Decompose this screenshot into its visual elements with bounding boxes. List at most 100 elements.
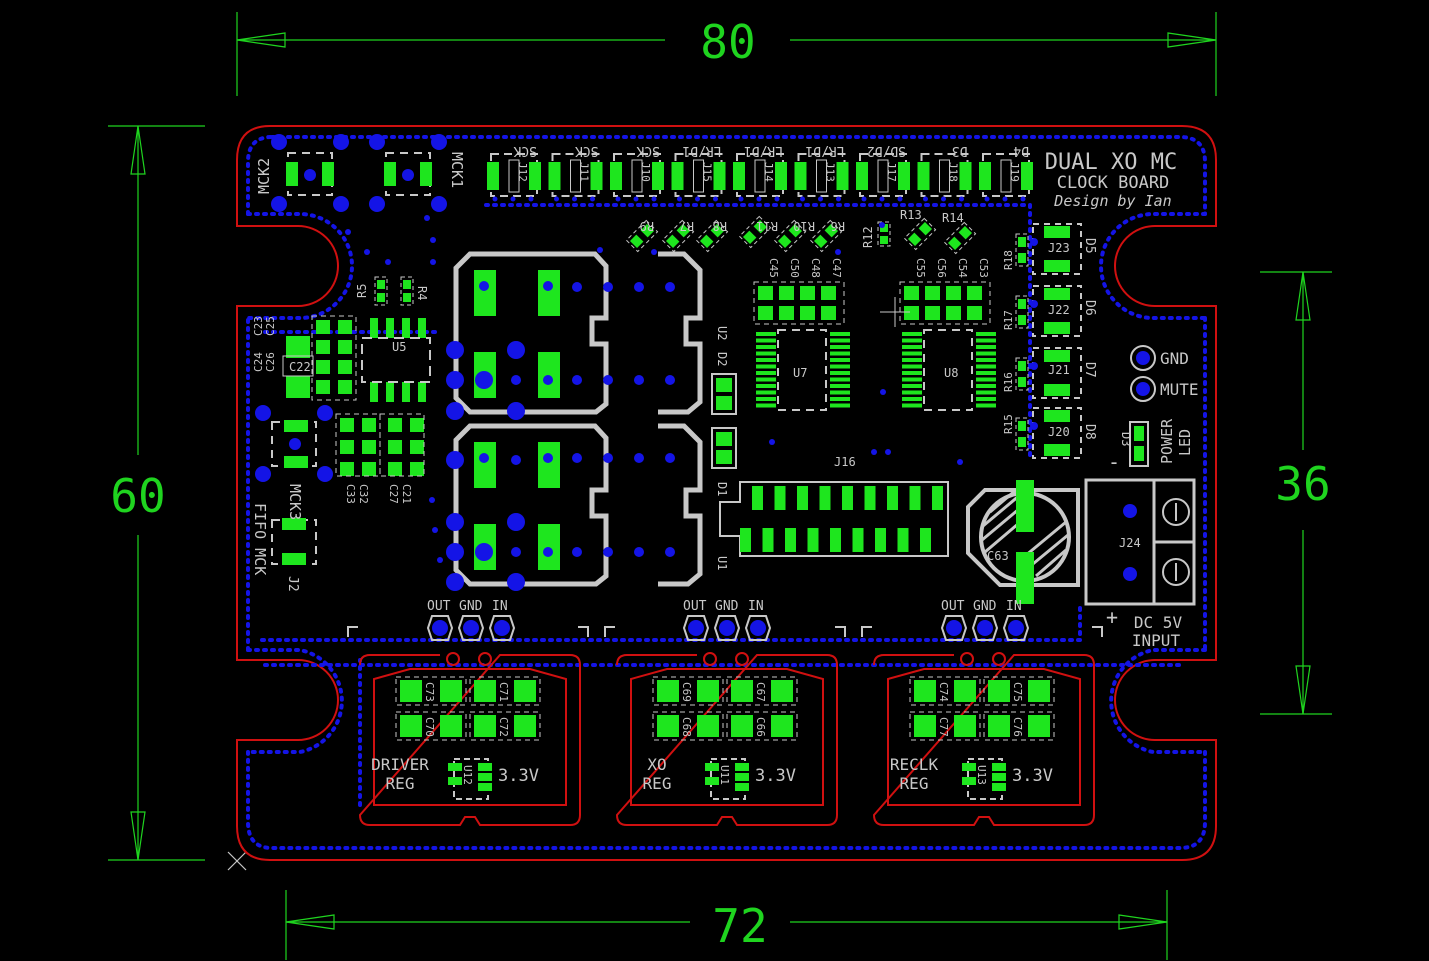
cap-pad (362, 462, 376, 476)
reg-pad-outline (488, 615, 516, 641)
j23-label: J23 (1048, 241, 1070, 255)
reg-pad (494, 620, 510, 636)
cap-c27-label: C27 (387, 484, 400, 504)
u8-cap-pad (904, 306, 919, 320)
u8-pin (902, 351, 922, 356)
mute-label: MUTE (1160, 380, 1199, 399)
u8-pin (976, 345, 996, 349)
board-credit: Design by Ian (1053, 192, 1171, 210)
d8-label: D8 (1082, 424, 1097, 440)
cap-pad (410, 440, 424, 454)
reg-pad (432, 620, 448, 636)
connector-pad (917, 162, 930, 190)
resistor-pad (742, 230, 757, 245)
r13-label: R13 (900, 208, 922, 222)
cap-pad (316, 340, 330, 354)
reg-cap-label: C72 (497, 717, 510, 737)
reg-cap-pad (697, 680, 719, 702)
r18-label: R18 (1002, 250, 1015, 270)
board-title: DUAL XO MC (1045, 150, 1177, 175)
via (615, 196, 621, 202)
right-res-outline (1015, 417, 1029, 451)
connector-ref-2: J11 (578, 162, 591, 182)
cap-pad (340, 418, 354, 432)
reg-cap-outline (909, 711, 981, 741)
via (1030, 422, 1038, 430)
via-stitching (246, 135, 1207, 850)
reg-cap-label: C69 (680, 682, 693, 702)
reg-hole (446, 652, 460, 666)
u5-pin (418, 382, 426, 402)
right-res-pad (1018, 299, 1026, 309)
reg-pad-outline (713, 615, 741, 641)
u8-pin (976, 403, 996, 408)
reg-cap-pad (400, 680, 422, 702)
regulator-outline-outer (615, 654, 838, 826)
connector-body (631, 159, 643, 193)
cap-pad (410, 418, 424, 432)
connector-pad (836, 162, 849, 190)
resistor-pad (788, 223, 803, 238)
r11-label: R11 (756, 219, 778, 233)
connector-label-3: SCK (636, 143, 660, 158)
resistor-pad (710, 223, 725, 238)
reg-pad (463, 620, 479, 636)
u7-pin (830, 384, 850, 388)
right-header-pad (1044, 384, 1070, 396)
connector-pad (487, 162, 499, 190)
reg-pad-outline (682, 615, 710, 641)
board-outline (236, 125, 1217, 861)
reg-cap-outline (652, 676, 724, 706)
mck-connectors (255, 134, 447, 565)
cap-outline (379, 413, 425, 477)
j2-label: J2 (285, 576, 300, 592)
u8-pin (902, 345, 922, 349)
reg-cap-pad (731, 680, 753, 702)
pin-label-out: OUT (683, 599, 707, 614)
u7-pin (830, 364, 850, 369)
u7-cap-pad (779, 286, 794, 300)
reg-pad-outline (1002, 615, 1030, 641)
oscillator-pads (446, 270, 675, 591)
resistor-pad (824, 223, 839, 238)
resistor-pad (777, 234, 792, 249)
via (695, 196, 700, 202)
reg-ic-pin (478, 773, 492, 781)
cap-pad (338, 380, 352, 394)
connector-ref-8: J18 (947, 162, 960, 182)
top-connector-row: SCKJ12SCKJ11SCKJ10LR/D1J15LR/D1J14LR/D1J… (487, 143, 1033, 202)
u7-pin (830, 377, 850, 382)
u8-cap-pad (904, 286, 919, 300)
u8-label: U8 (944, 366, 958, 380)
resistor-pad (947, 236, 962, 251)
bracket (604, 626, 615, 637)
reg-voltage: 3.3V (498, 766, 539, 786)
via (1030, 362, 1038, 370)
reg-name-line1: RECLK (890, 755, 939, 774)
cap-c26-label: C26 (264, 352, 277, 372)
resistor-diag (943, 221, 977, 255)
resistor-pad (640, 223, 655, 238)
cap-pad (388, 440, 402, 454)
right-res-pad (1018, 315, 1026, 325)
u5-region (282, 315, 431, 402)
r10-label: R10 (793, 219, 815, 233)
u8-cap-outline (899, 281, 991, 325)
r9-label: R9 (640, 219, 654, 233)
connector-body (508, 159, 520, 193)
reg-ic-pin (735, 763, 749, 771)
connector-body (1000, 159, 1012, 193)
j16-pin (909, 486, 921, 510)
reg-pad-outline (457, 615, 485, 641)
connector-label-8: D3 (952, 143, 968, 158)
reg-cap-outline (395, 676, 467, 706)
reg-cap-outline (983, 676, 1055, 706)
right-header-pad (1044, 226, 1070, 238)
pin-label-in: IN (492, 599, 508, 614)
connector-label-9: D4 (1013, 143, 1029, 158)
reg-cap-pad (440, 680, 462, 702)
resistor-pad (699, 234, 714, 249)
u8-pin (976, 397, 996, 401)
